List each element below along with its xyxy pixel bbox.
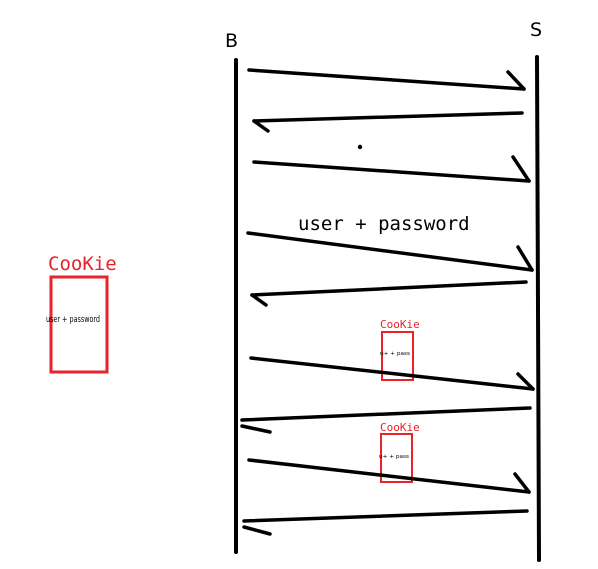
cookie-store-box xyxy=(49,275,109,374)
message-arrow-3-to-server xyxy=(252,155,531,183)
cookie-request-2-box xyxy=(380,433,413,483)
message-arrow-4-credentials-to-server xyxy=(246,231,534,272)
message-arrow-2-to-browser xyxy=(252,111,524,133)
cookie-request-2-contents: u+ + pass xyxy=(379,454,409,460)
message-arrow-7-to-browser xyxy=(240,406,532,434)
cookie-store-contents: user + password xyxy=(46,315,100,325)
message-arrow-1-to-server xyxy=(247,68,526,91)
server-label: S xyxy=(530,19,542,41)
cookie-request-2: CooKie u+ + pass xyxy=(379,421,420,483)
cookie-request-1-title: CooKie xyxy=(380,318,420,331)
cookie-request-1-box xyxy=(381,331,414,381)
message-arrow-8-cookie-to-server xyxy=(247,458,531,494)
message-arrow-5-to-browser xyxy=(250,280,528,307)
browser-label: B xyxy=(225,30,238,52)
credentials-label: user + password xyxy=(298,213,470,235)
cookie-store-title: CooKie xyxy=(48,253,117,275)
cookie-request-1: CooKie u+ + pass xyxy=(380,318,420,381)
message-arrow-9-to-browser xyxy=(242,509,529,536)
cookie-request-1-contents: u+ + pass xyxy=(380,351,410,357)
cookie-request-2-title: CooKie xyxy=(380,421,420,434)
message-arrow-6-cookie-to-server xyxy=(249,356,535,391)
server-lifeline xyxy=(535,55,541,562)
cookie-store: CooKie user + password xyxy=(46,253,117,374)
stray-dot xyxy=(357,144,363,150)
